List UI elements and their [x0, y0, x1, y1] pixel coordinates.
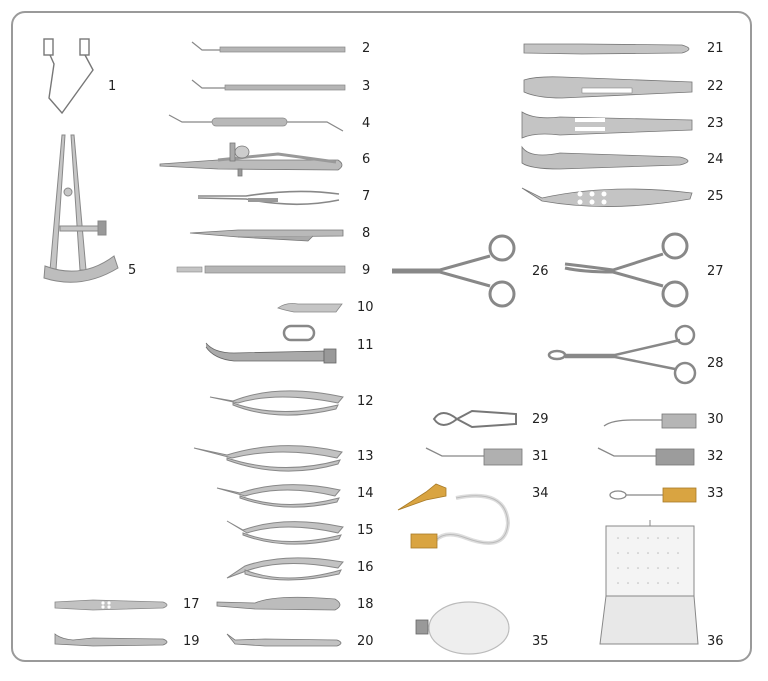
item-number: 32 — [707, 449, 724, 464]
item-number: 4 — [362, 116, 371, 131]
sterilization-case-icon — [599, 520, 699, 645]
item-number: 20 — [357, 634, 374, 649]
scissors-icon — [197, 190, 340, 206]
forceps-icon — [521, 187, 693, 207]
hook-icon — [191, 79, 346, 91]
hemostat-icon — [392, 234, 516, 308]
needle-holder-icon — [189, 229, 344, 242]
item-number: 15 — [357, 523, 374, 538]
blade-breaker-icon — [205, 324, 337, 364]
item-number: 27 — [707, 264, 724, 279]
spatula-icon — [168, 114, 344, 132]
scissors-icon — [226, 520, 344, 545]
item-number: 22 — [707, 79, 724, 94]
item-number: 30 — [707, 412, 724, 427]
forceps-icon — [523, 76, 693, 99]
scissors-icon — [226, 557, 344, 581]
item-number: 16 — [357, 560, 374, 575]
item-number: 6 — [362, 152, 371, 167]
item-number: 25 — [707, 189, 724, 204]
item-number: 8 — [362, 226, 371, 241]
item-number: 9 — [362, 263, 371, 278]
needle-holder-lock-icon — [159, 142, 343, 177]
forceps-icon — [521, 111, 693, 139]
blade-icon — [277, 303, 343, 313]
item-number: 23 — [707, 116, 724, 131]
item-number: 36 — [707, 634, 724, 649]
item-number: 35 — [532, 634, 549, 649]
item-number: 29 — [532, 412, 549, 427]
scissors-icon — [209, 390, 344, 416]
cannula-icon — [603, 413, 697, 429]
item-number: 17 — [183, 597, 200, 612]
forceps-icon — [523, 43, 690, 55]
forceps-icon — [54, 633, 168, 647]
scissors-icon — [193, 445, 343, 472]
item-number: 14 — [357, 486, 374, 501]
item-number: 31 — [532, 449, 549, 464]
item-number: 18 — [357, 597, 374, 612]
clamp-icon — [547, 324, 697, 385]
item-number: 26 — [532, 264, 549, 279]
item-number: 2 — [362, 41, 371, 56]
knife-handle-icon — [176, 265, 346, 274]
loop-cannula-icon — [609, 487, 697, 503]
item-number: 7 — [362, 189, 371, 204]
hook-icon — [191, 41, 346, 53]
item-number: 28 — [707, 356, 724, 371]
forceps-icon — [521, 145, 689, 170]
item-number: 5 — [128, 263, 137, 278]
cannula-icon — [597, 447, 695, 466]
item-number: 33 — [707, 486, 724, 501]
irrigation-set-icon — [397, 483, 511, 549]
cannula-icon — [425, 447, 523, 466]
item-number: 24 — [707, 152, 724, 167]
forceps-icon — [54, 599, 168, 611]
scissors-icon — [216, 484, 341, 508]
forceps-icon — [226, 633, 342, 647]
item-number: 34 — [532, 486, 549, 501]
item-number: 3 — [362, 79, 371, 94]
item-number: 19 — [183, 634, 200, 649]
item-number: 10 — [357, 300, 374, 315]
item-number: 1 — [108, 79, 117, 94]
caliper-icon — [43, 134, 119, 283]
bulldog-clamp-icon — [432, 409, 517, 429]
item-number: 11 — [357, 338, 374, 353]
item-number: 12 — [357, 394, 374, 409]
item-number: 21 — [707, 41, 724, 56]
item-number: 13 — [357, 449, 374, 464]
speculum-icon — [43, 38, 94, 115]
hemostat-icon — [564, 232, 689, 308]
irrigation-bulb-icon — [415, 601, 510, 655]
forceps-icon — [216, 596, 341, 611]
